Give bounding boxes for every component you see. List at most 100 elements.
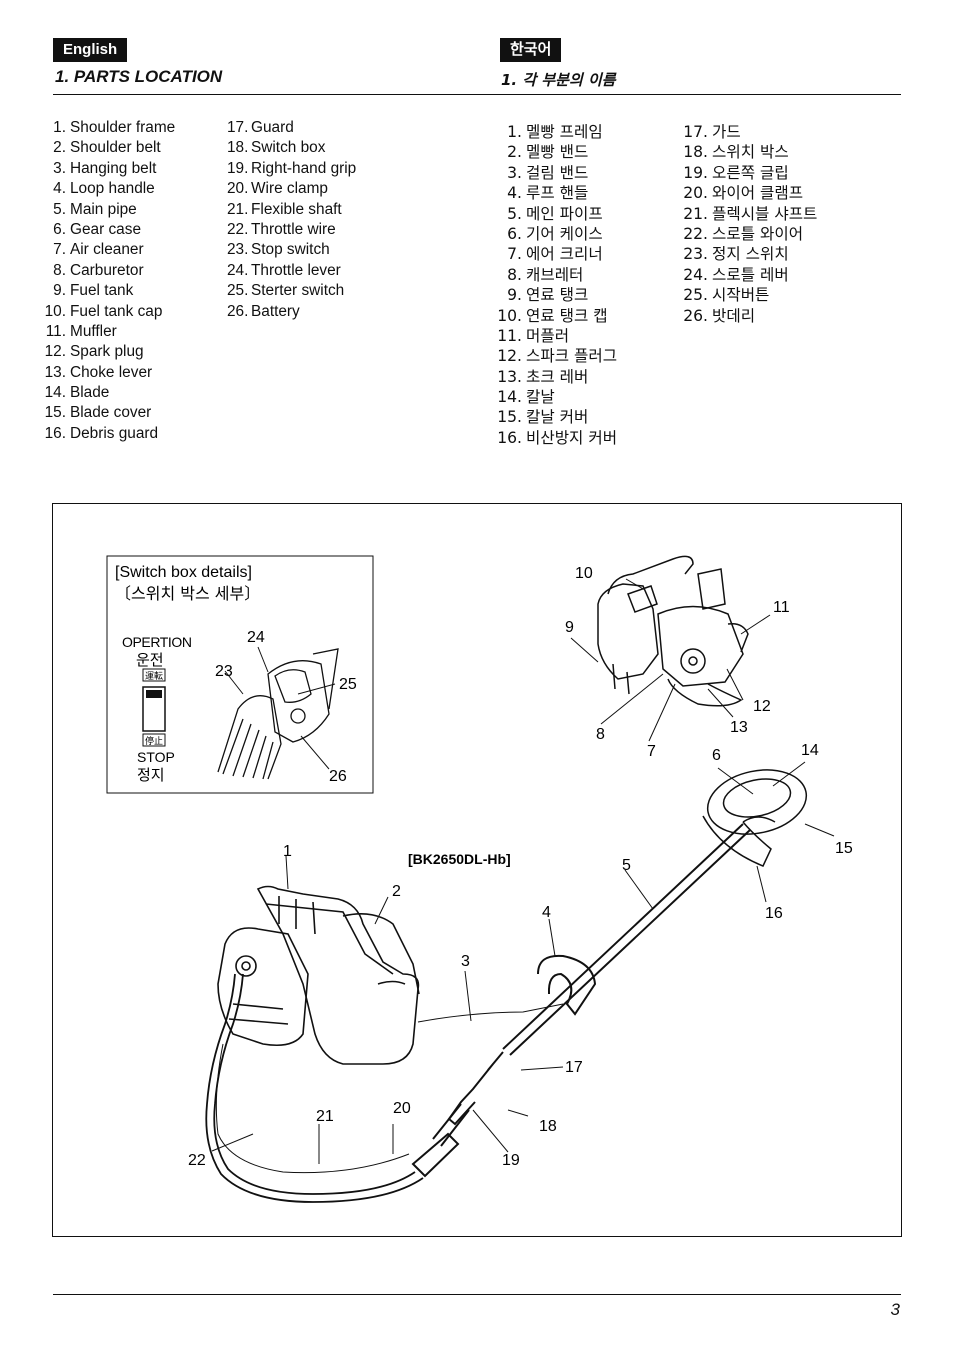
part-number: 6 <box>492 224 522 244</box>
engine-unit-drawing <box>597 555 749 707</box>
part-number: 15 <box>41 403 66 423</box>
part-item: 11머플러 <box>492 326 617 346</box>
part-label: 에어 크리너 <box>526 245 603 264</box>
part-number: 9 <box>492 285 522 305</box>
operation-kanji-box <box>142 668 166 682</box>
part-label: Spark plug <box>70 343 144 361</box>
inset-title-ko: 〔스위치 박스 세부〕 <box>115 584 260 603</box>
part-number: 9 <box>41 281 66 301</box>
part-item: 20Wire clamp <box>227 179 356 199</box>
callout-number: 2 <box>392 883 401 900</box>
part-number: 12 <box>492 346 522 366</box>
part-number: 19 <box>227 159 247 179</box>
main-pipe-drawing <box>411 823 751 1178</box>
part-item: 16Debris guard <box>41 424 175 444</box>
callout-number: 18 <box>539 1118 557 1135</box>
part-number: 20 <box>227 179 247 199</box>
page-number: 3 <box>890 1300 900 1319</box>
part-label: 플렉시블 샤프트 <box>712 204 818 223</box>
part-item: 6Gear case <box>41 220 175 240</box>
part-label: 연료 탱크 캡 <box>526 306 608 325</box>
part-item: 10연료 탱크 캡 <box>492 306 617 326</box>
part-number: 23 <box>227 240 247 260</box>
part-label: 루프 핸들 <box>526 184 589 203</box>
part-label: Fuel tank <box>70 282 134 300</box>
part-item: 1멜빵 프레임 <box>492 122 617 142</box>
callout-number: 9 <box>565 619 574 636</box>
callout-number: 12 <box>753 698 771 715</box>
callout-leader-lines <box>211 578 835 1164</box>
part-number: 4 <box>41 179 66 199</box>
part-item: 4루프 핸들 <box>492 183 617 203</box>
part-label: 비산방지 커버 <box>526 428 618 447</box>
switch-box-detail-drawing <box>217 648 339 780</box>
part-item: 9연료 탱크 <box>492 285 617 305</box>
part-item: 2멜빵 밴드 <box>492 142 617 162</box>
part-item: 25시작버튼 <box>683 285 817 305</box>
part-number: 17 <box>683 122 708 142</box>
part-number: 13 <box>492 367 522 387</box>
part-number: 5 <box>41 200 66 220</box>
part-label: 멜빵 프레임 <box>526 123 603 141</box>
part-label: Right-hand grip <box>251 159 357 177</box>
callout-number: 4 <box>542 904 551 921</box>
callout-number: 6 <box>712 747 721 764</box>
callout-labels: 1234567891011121314151617181920212223242… <box>188 565 853 1169</box>
part-label: Choke lever <box>70 363 153 381</box>
part-number: 19 <box>683 163 708 183</box>
part-item: 5메인 파이프 <box>492 204 617 224</box>
callout-number: 11 <box>773 599 790 616</box>
callout-number: 22 <box>188 1152 206 1169</box>
switch-box-inset <box>106 555 374 794</box>
part-number: 8 <box>492 265 522 285</box>
parts-list-english-col1: 1Shoulder frame2Shoulder belt3Hanging be… <box>41 118 176 444</box>
parts-list-korean-col1: 1멜빵 프레임2멜빵 밴드3걸림 밴드4루프 핸들5메인 파이프6기어 케이스7… <box>492 122 617 448</box>
part-number: 7 <box>492 244 522 264</box>
part-item: 8Carburetor <box>41 261 175 281</box>
part-label: 오른쪽 글립 <box>712 163 789 182</box>
switch-body <box>142 686 166 732</box>
part-item: 26밧데리 <box>683 306 817 326</box>
callout-number: 23 <box>215 663 233 680</box>
parts-diagram: [Switch box details] 〔스위치 박스 세부〕 OPERTIO… <box>106 555 853 1203</box>
part-item: 13Choke lever <box>41 363 175 383</box>
header-rule <box>53 94 901 95</box>
stop-label-ko: 정지 <box>137 766 165 784</box>
part-number: 23 <box>683 244 708 264</box>
part-number: 10 <box>41 302 66 322</box>
callout-number: 24 <box>247 629 265 646</box>
part-item: 8캐브레터 <box>492 265 617 285</box>
part-item: 15칼날 커버 <box>492 407 617 427</box>
part-item: 19Right-hand grip <box>227 159 356 179</box>
callout-number: 1 <box>283 843 292 860</box>
part-number: 4 <box>492 183 522 203</box>
part-label: Blade cover <box>70 404 152 422</box>
part-number: 26 <box>227 302 247 322</box>
part-label: Battery <box>251 302 300 320</box>
part-number: 11 <box>492 326 522 346</box>
part-item: 16비산방지 커버 <box>492 428 617 448</box>
part-label: Throttle lever <box>251 261 341 279</box>
callout-number: 17 <box>565 1059 583 1076</box>
part-label: Guard <box>251 119 294 136</box>
part-item: 22스로틀 와이어 <box>683 224 817 244</box>
part-number: 22 <box>683 224 708 244</box>
parts-list-english-col2: 17Guard18Switch box19Right-hand grip20Wi… <box>227 118 356 322</box>
part-label: 연료 탱크 <box>526 286 589 305</box>
part-label: Wire clamp <box>251 180 328 198</box>
part-item: 26Battery <box>227 302 356 322</box>
part-number: 5 <box>492 204 522 224</box>
footer-rule <box>53 1294 901 1295</box>
part-number: 21 <box>683 204 708 224</box>
callout-number: 19 <box>502 1152 520 1169</box>
part-label: Debris guard <box>70 424 159 442</box>
throttle-wire-drawing <box>215 1003 564 1174</box>
section-title-english: 1. PARTS LOCATION <box>55 67 223 86</box>
part-label: 캐브레터 <box>526 265 584 284</box>
part-label: Carburetor <box>70 261 144 279</box>
part-label: 걸림 밴드 <box>526 163 589 182</box>
part-item: 24Throttle lever <box>227 261 356 281</box>
part-number: 6 <box>41 220 66 240</box>
part-item: 23정지 스위치 <box>683 244 817 264</box>
part-number: 12 <box>41 342 66 362</box>
